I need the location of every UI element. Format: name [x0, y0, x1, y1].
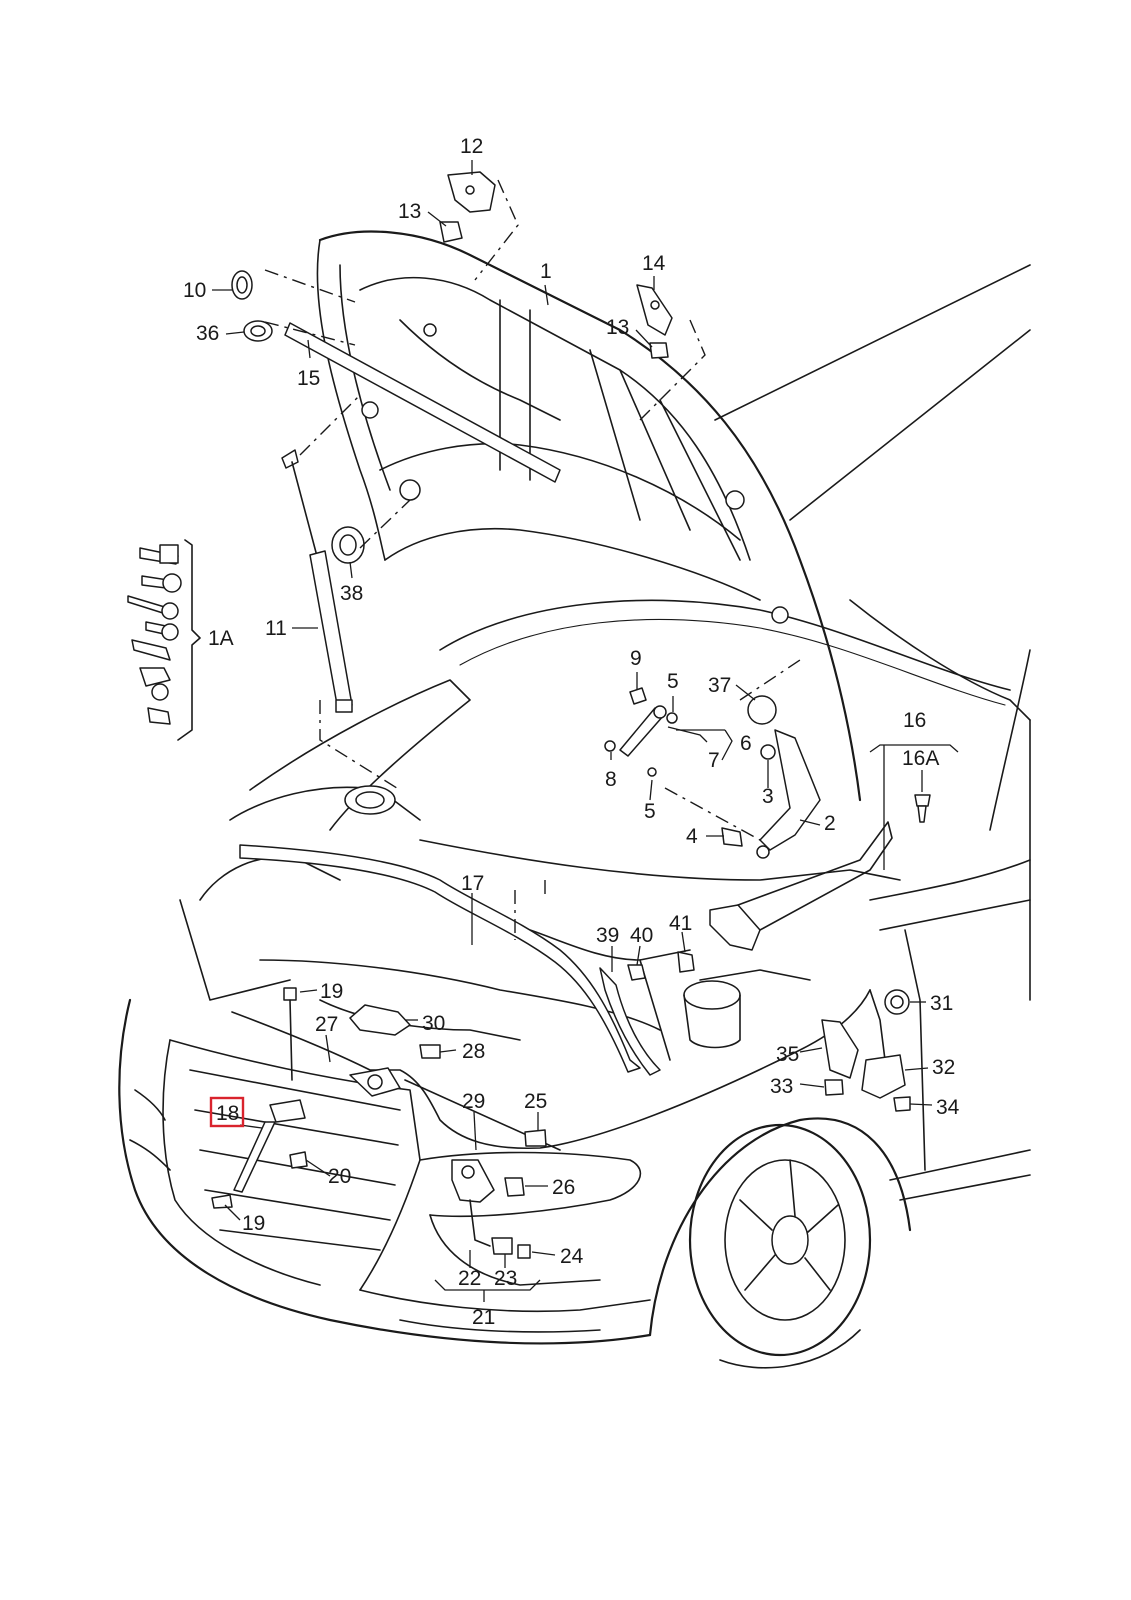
- callout-5-bottom: 5: [644, 800, 656, 823]
- callout-2: 2: [824, 812, 836, 835]
- cover-30: [349, 1004, 411, 1036]
- callout-12: 12: [460, 135, 483, 158]
- callout-19-bottom: 19: [242, 1212, 265, 1235]
- callout-4: 4: [686, 825, 698, 848]
- callout-13-right: 13: [606, 316, 629, 339]
- callout-29: 29: [462, 1090, 485, 1113]
- callout-7: 7: [708, 749, 720, 772]
- parts-31-32-33-34-35: [821, 989, 911, 1112]
- callout-32: 32: [932, 1056, 955, 1079]
- callout-34: 34: [936, 1096, 960, 1119]
- callout-22: 22: [458, 1267, 481, 1290]
- callout-25: 25: [524, 1090, 547, 1113]
- callout-11: 11: [265, 617, 287, 640]
- nut-13-right: [649, 342, 669, 359]
- callout-15: 15: [297, 367, 320, 390]
- lock-26-21-22-23-24: [451, 1159, 531, 1259]
- lock-bracket-16: [709, 821, 893, 951]
- callout-13-top: 13: [398, 200, 421, 223]
- callout-3: 3: [762, 785, 774, 808]
- buffer-10: [231, 270, 253, 300]
- callout-36: 36: [196, 322, 219, 345]
- bracket-18-bolts-19-20: [211, 987, 308, 1209]
- callout-21: 21: [472, 1306, 495, 1329]
- callout-labels: 1 12 13 14 13 10 36 15 38 11 1A 9 5 37 6…: [183, 135, 960, 1329]
- dashed-reference-lines: [264, 179, 801, 940]
- callout-41: 41: [669, 912, 692, 935]
- callout-1: 1: [540, 260, 552, 283]
- callout-31: 31: [930, 992, 953, 1015]
- callout-9: 9: [630, 647, 642, 670]
- callout-38: 38: [340, 582, 363, 605]
- callout-16: 16: [903, 709, 926, 732]
- gas-strut-11: [281, 449, 353, 713]
- callout-14: 14: [642, 252, 666, 275]
- callout-27: 27: [315, 1013, 338, 1036]
- callout-33: 33: [770, 1075, 793, 1098]
- clip-28: [419, 1044, 441, 1059]
- buffer-38: [331, 526, 365, 564]
- car-body-outline: [118, 230, 1031, 1369]
- seal-17: [239, 844, 641, 1073]
- clip-16A: [914, 794, 931, 823]
- grommet-36: [243, 320, 273, 342]
- screw-set-1A: [127, 539, 201, 741]
- hinge-12: [447, 171, 496, 213]
- callout-28: 28: [462, 1040, 485, 1063]
- callout-1A: 1A: [208, 627, 234, 650]
- callout-5-top: 5: [667, 670, 679, 693]
- highlight-box-18: [209, 1096, 245, 1128]
- callout-35: 35: [776, 1043, 799, 1066]
- callout-18: 18: [216, 1102, 239, 1125]
- callout-37: 37: [708, 674, 731, 697]
- callout-20: 20: [328, 1165, 351, 1188]
- bolt-25: [524, 1129, 547, 1147]
- callout-39: 39: [596, 924, 619, 947]
- callout-23: 23: [494, 1267, 517, 1290]
- callout-16A: 16A: [902, 747, 939, 770]
- hinge-14: [636, 284, 673, 336]
- callout-26: 26: [552, 1176, 575, 1199]
- release-lever-27: [349, 1067, 401, 1097]
- buffer-37: [747, 695, 777, 725]
- leader-lines: [212, 160, 959, 1302]
- seal-strip-15: [284, 322, 561, 483]
- damper-6-7-8-9-5: [604, 687, 678, 777]
- callout-17: 17: [461, 872, 484, 895]
- callout-6: 6: [740, 732, 752, 755]
- callout-40: 40: [630, 924, 653, 947]
- callout-24: 24: [560, 1245, 584, 1268]
- callout-19-top: 19: [320, 980, 343, 1003]
- callout-30: 30: [422, 1012, 445, 1035]
- callout-10: 10: [183, 279, 206, 302]
- hinge-assembly-2-3: [721, 729, 821, 859]
- nut-13-top: [439, 221, 463, 243]
- parts-39-40-41: [599, 951, 695, 1076]
- callout-8: 8: [605, 768, 617, 791]
